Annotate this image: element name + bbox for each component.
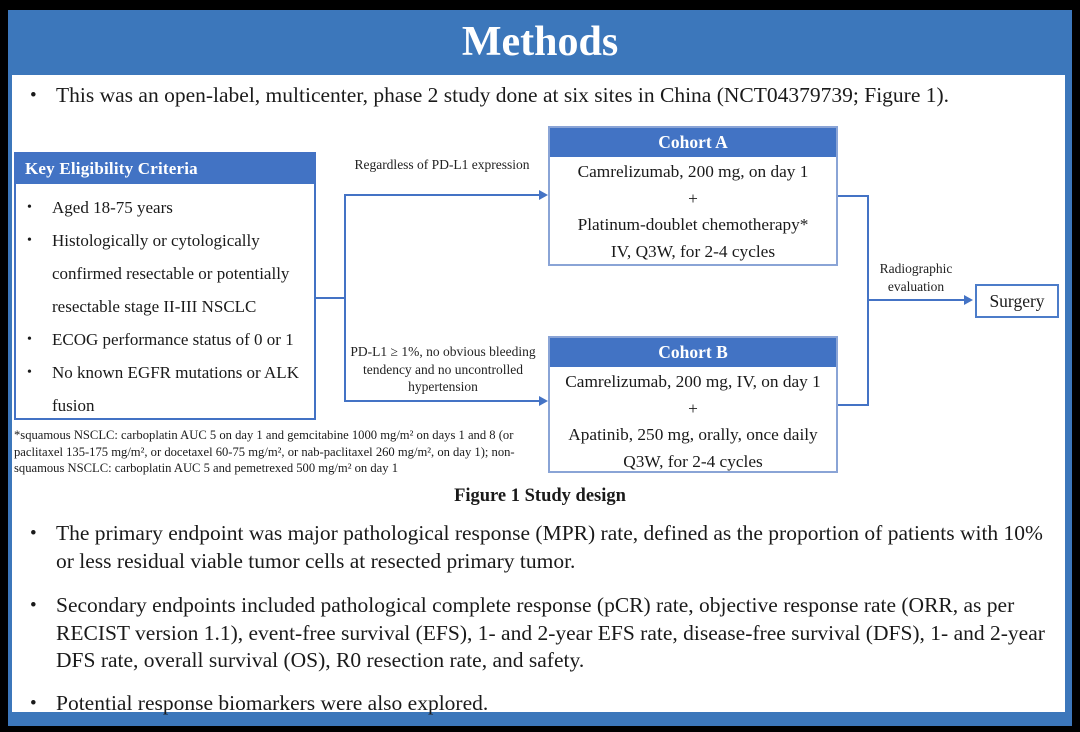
cohort-b-box: Cohort B Camrelizumab, 200 mg, IV, on da… [548, 336, 838, 473]
bullet-marker: • [30, 523, 37, 544]
cohort-a-header: Cohort A [550, 128, 836, 157]
arrowhead-cohort-b [539, 396, 548, 406]
cohort-b-body: Camrelizumab, 200 mg, IV, on day 1 + Apa… [550, 367, 836, 475]
arrow-to-cohort-a [344, 194, 541, 196]
cohort-b-line: Q3W, for 2-4 cycles [623, 451, 763, 471]
bullet-marker: • [30, 693, 37, 714]
arrow-label-bottom: PD-L1 ≥ 1%, no obvious bleeding tendency… [350, 344, 536, 394]
cohort-a-line: Platinum-doublet chemotherapy* [577, 215, 809, 234]
bullet-marker: • [30, 595, 37, 616]
cohort-a-line: + [688, 188, 698, 208]
bullet-marker: • [27, 233, 32, 248]
secondary-endpoints-text: Secondary endpoints included pathologica… [56, 593, 1045, 672]
frame-border-right [1065, 75, 1072, 712]
connector-stub-cohort-b [838, 404, 869, 406]
arrow-to-surgery [867, 299, 966, 301]
cohort-b-line: + [688, 398, 698, 418]
frame-border-left [8, 75, 12, 712]
arrow-label-top: Regardless of PD-L1 expression [354, 157, 530, 172]
eligibility-header: Key Eligibility Criteria [16, 154, 314, 184]
intro-bullet: • This was an open-label, multicenter, p… [30, 82, 1055, 110]
eligibility-item: • No known EGFR mutations or ALK fusion [24, 356, 306, 422]
intro-bullet-text: This was an open-label, multicenter, pha… [56, 83, 950, 107]
primary-endpoint-text: The primary endpoint was major pathologi… [56, 521, 1043, 573]
bullet-marker: • [27, 332, 32, 347]
title-bar: Methods [8, 10, 1072, 75]
cohort-a-body: Camrelizumab, 200 mg, on day 1 + Platinu… [550, 157, 836, 265]
frame-border-bottom [8, 712, 1072, 726]
eligibility-item-text: Aged 18-75 years [52, 198, 173, 217]
radiographic-evaluation-label: Radiographic evaluation [879, 261, 953, 294]
bullet-marker: • [27, 365, 32, 380]
cohort-b-line: Apatinib, 250 mg, orally, once daily [568, 425, 818, 444]
biomarkers-text: Potential response biomarkers were also … [56, 691, 489, 715]
bullet-marker: • [30, 85, 37, 106]
page-title: Methods [461, 19, 619, 65]
cohort-a-line: IV, Q3W, for 2-4 cycles [610, 241, 776, 261]
cohort-a-box: Cohort A Camrelizumab, 200 mg, on day 1 … [548, 126, 838, 266]
connector-stub-cohort-a [838, 195, 869, 197]
bullet-marker: • [27, 200, 32, 215]
eligibility-item: • Histologically or cytologically confir… [24, 224, 306, 323]
arrowhead-cohort-a [539, 190, 548, 200]
connector-vertical-left [344, 194, 346, 402]
eligibility-item: • ECOG performance status of 0 or 1 [24, 323, 306, 356]
figure-caption: Figure 1 Study design [454, 486, 626, 506]
arrow-to-cohort-b [344, 400, 541, 402]
arrowhead-surgery [964, 295, 973, 305]
secondary-endpoints-bullet: • Secondary endpoints included pathologi… [30, 592, 1052, 675]
eligibility-box: Key Eligibility Criteria • Aged 18-75 ye… [14, 152, 316, 420]
primary-endpoint-bullet: • The primary endpoint was major patholo… [30, 520, 1052, 575]
chemotherapy-footnote: *squamous NSCLC: carboplatin AUC 5 on da… [14, 428, 515, 475]
eligibility-list: • Aged 18-75 years • Histologically or c… [16, 184, 314, 422]
connector-stub-left [316, 297, 346, 299]
eligibility-item-text: Histologically or cytologically confirme… [52, 231, 290, 316]
cohort-b-line: Camrelizumab, 200 mg, IV, on day 1 [565, 372, 821, 391]
eligibility-item-text: ECOG performance status of 0 or 1 [52, 330, 294, 349]
biomarkers-bullet: • Potential response biomarkers were als… [30, 690, 1052, 718]
eligibility-item: • Aged 18-75 years [24, 191, 306, 224]
cohort-b-header: Cohort B [550, 338, 836, 367]
cohort-a-line: Camrelizumab, 200 mg, on day 1 [577, 162, 809, 181]
eligibility-item-text: No known EGFR mutations or ALK fusion [52, 363, 299, 415]
surgery-box: Surgery [975, 284, 1059, 318]
